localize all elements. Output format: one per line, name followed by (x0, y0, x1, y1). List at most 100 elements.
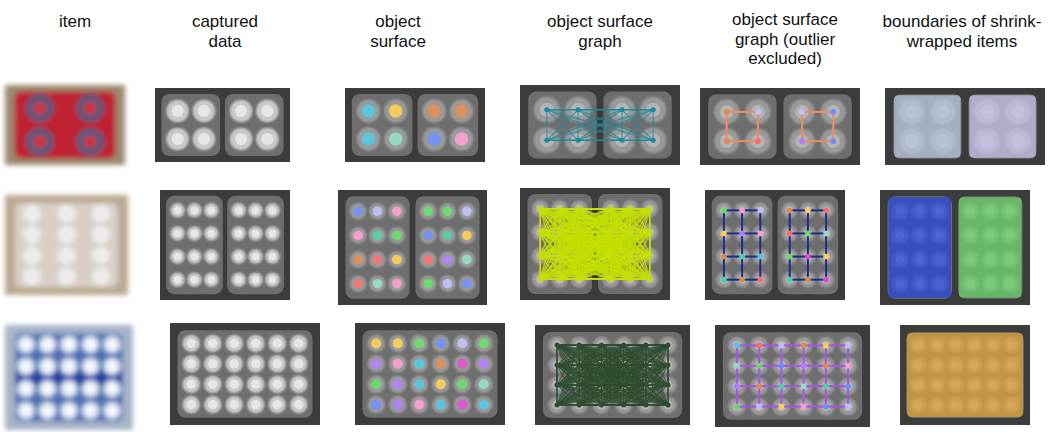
bottle-cap (230, 128, 253, 151)
graph-edge (560, 279, 650, 280)
photo-cap (62, 272, 70, 280)
graph-edge (557, 385, 668, 405)
surface-dot (436, 379, 446, 389)
graph-edge (611, 232, 650, 279)
bottle-cap (420, 203, 437, 220)
surface-dot (455, 104, 469, 118)
surface-dot (362, 132, 376, 146)
graph-node (628, 230, 633, 235)
photo-cap (65, 340, 74, 349)
surface-dot (414, 379, 424, 389)
graph-node (805, 208, 811, 214)
bottle-cap (424, 255, 433, 264)
graph-node (721, 277, 727, 283)
graph-edge (611, 232, 631, 256)
surface-dot (362, 104, 376, 118)
surface-dot (371, 400, 381, 410)
surface-dot (479, 338, 489, 348)
graph-edge (579, 209, 630, 280)
graph-edge (847, 386, 849, 406)
surface-dot (393, 338, 403, 348)
surface-dot (427, 132, 441, 146)
graph-edge (758, 345, 760, 365)
bottle-cap (357, 127, 380, 150)
graph-edge (557, 404, 668, 405)
graph-edge (578, 109, 653, 110)
bottle-cap (453, 396, 471, 414)
bottle-cap (187, 379, 196, 388)
surface-dot (393, 359, 403, 369)
bottle-cap (230, 100, 253, 123)
bottle-cap (389, 133, 402, 146)
bottle-cap (458, 359, 467, 368)
bottle-cap (443, 231, 452, 240)
graph-edge (547, 110, 653, 140)
bottle-cap (269, 206, 277, 214)
surface-dot (373, 231, 383, 241)
bottle-cap (273, 379, 282, 388)
graph-edge (610, 209, 611, 280)
graph-node (544, 138, 549, 143)
graph-node (734, 363, 740, 369)
graph-edge (630, 209, 650, 256)
bottle-cap (235, 276, 243, 284)
graph-edge (759, 210, 761, 233)
bottle-cap (389, 203, 406, 220)
bottle-cap (384, 127, 407, 150)
surface-dot (457, 400, 467, 410)
bottle-cap (252, 253, 260, 261)
bottle-cap (261, 105, 273, 117)
graph-node (845, 363, 851, 369)
camera-image (900, 325, 1030, 425)
surface-dot (423, 231, 433, 241)
item-boundary (894, 95, 960, 158)
bottle-cap (252, 276, 260, 284)
bottle-cap (208, 400, 217, 409)
bottle-cap (373, 231, 382, 240)
bottle-cap (475, 396, 493, 414)
bottle-cap (207, 230, 215, 238)
bottle-cap (462, 255, 471, 264)
graph-edge (540, 209, 541, 280)
photo-cap (22, 406, 31, 415)
bottle-cap (367, 335, 385, 353)
graph-edge (825, 345, 827, 365)
surface-dot (392, 255, 402, 265)
bottle-cap (373, 207, 382, 216)
surface-dot (414, 359, 424, 369)
graph-node (787, 208, 793, 214)
graph-node (787, 231, 793, 237)
graph-edge (557, 364, 668, 365)
bottle-cap (389, 355, 407, 373)
bottle-cap (273, 339, 282, 348)
package-top (227, 196, 284, 294)
camera-image (700, 88, 860, 165)
graph-edge (611, 256, 650, 280)
package-top (415, 196, 479, 299)
photo-bottle (60, 336, 78, 354)
bottle-cap (475, 375, 493, 393)
surface-dot (455, 132, 469, 146)
bottle-cap (170, 203, 185, 218)
camera-image (155, 88, 290, 162)
bottle-cap (410, 355, 428, 373)
bottle-cap (174, 276, 182, 284)
item-boundary (889, 197, 952, 298)
graph-node (779, 363, 785, 369)
bottle-cap (459, 203, 476, 220)
graph-node (577, 253, 582, 258)
graph-edge (741, 233, 743, 256)
graph-node (599, 343, 604, 348)
bottle-cap (420, 227, 437, 244)
surface-dot (389, 132, 403, 146)
graph-edge (736, 345, 738, 365)
bottle-cap (389, 105, 402, 118)
graph-node (538, 253, 543, 258)
bottle-cap (251, 400, 260, 409)
graph-edge (807, 257, 809, 280)
bottle-cap (268, 396, 286, 414)
photo-bottle (58, 226, 75, 243)
bottle-cap (187, 203, 202, 218)
bottle-cap (204, 272, 219, 287)
graph-edge (825, 257, 827, 280)
